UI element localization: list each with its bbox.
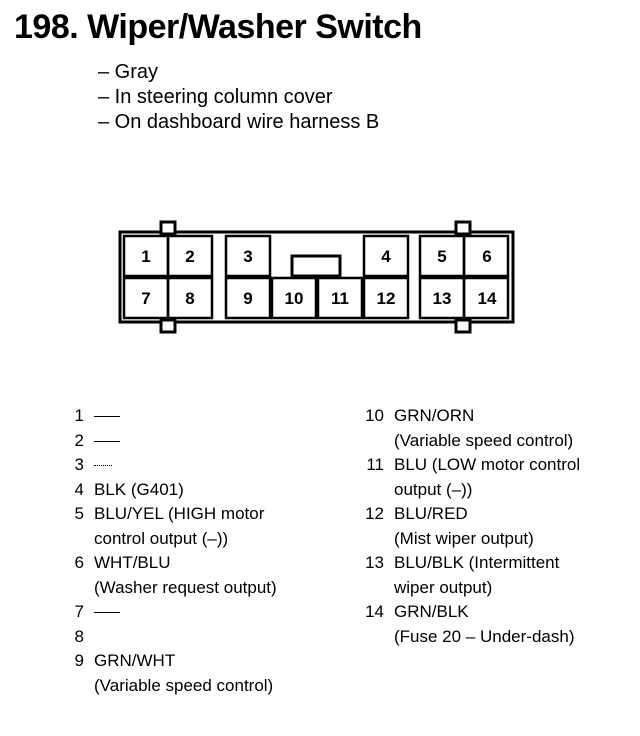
cavity-label: 9: [243, 289, 252, 308]
pin-description: BLU/YEL (HIGH motor control output (–)): [94, 502, 352, 551]
pin-list-right: 10 GRN/ORN (Variable speed control) 11 BLU (…: [362, 404, 632, 649]
cavity-label: 7: [141, 289, 150, 308]
pin-description: BLK (G401): [94, 478, 352, 503]
note-location: – In steering column cover: [98, 86, 333, 108]
pin-entry: 9 GRN/WHT (Variable speed control): [72, 649, 352, 698]
pin-number: 10: [365, 406, 384, 425]
wire-function: (Fuse 20 – Under-dash): [394, 626, 575, 646]
pin-description: WHT/BLU (Washer request output): [94, 551, 352, 600]
pin-entry: 12 BLU/RED (Mist wiper output): [362, 502, 632, 551]
empty-pin-dash: [94, 612, 120, 614]
empty-pin-dash: [94, 440, 120, 442]
pin-description: GRN/ORN (Variable speed control): [394, 404, 632, 453]
notes-list: – Gray – In steering column cover – On d…: [98, 60, 379, 135]
pin-number: 9: [74, 651, 84, 670]
pin-entry: 2: [72, 429, 352, 454]
pin-number: 8: [74, 626, 84, 646]
wire-function: (Mist wiper output): [394, 528, 534, 548]
cavity-label: 8: [185, 289, 194, 308]
pin-entry: 10 GRN/ORN (Variable speed control): [362, 404, 632, 453]
cavity-label: 13: [433, 289, 452, 308]
pin-description: GRN/BLK (Fuse 20 – Under-dash): [394, 600, 632, 649]
pin-number: 1: [74, 406, 84, 425]
wire-function: wiper output): [394, 577, 493, 597]
pin-number: 12: [365, 504, 384, 523]
cavity-label: 1: [141, 247, 150, 266]
cavity-label: 10: [285, 289, 304, 308]
pin-number: 5: [74, 504, 84, 523]
pin-entry: 8: [72, 625, 352, 650]
pin-number: 3: [74, 455, 84, 474]
pin-description: [94, 404, 352, 429]
wire-color: GRN/ORN: [394, 406, 475, 425]
wire-color: GRN/WHT: [94, 651, 176, 670]
pin-entry: 11 BLU (LOW motor control output (–)): [362, 453, 632, 502]
cavity-label: 3: [243, 247, 252, 266]
wire-function: control output (–)): [94, 528, 229, 548]
cavity-label: 14: [478, 289, 497, 308]
pin-entry: 1: [72, 404, 352, 429]
pin-description: GRN/WHT (Variable speed control): [94, 649, 352, 698]
pin-entry: 4 BLK (G401): [72, 478, 352, 503]
note-color: – Gray: [98, 61, 159, 83]
pin-entry: 14 GRN/BLK (Fuse 20 – Under-dash): [362, 600, 632, 649]
page-title: 198. Wiper/Washer Switch: [14, 8, 422, 46]
pin-description: BLU (LOW motor control output (–)): [394, 453, 632, 502]
cavity-label: 11: [331, 289, 349, 308]
pin-description: [94, 429, 352, 454]
connector-cells: [122, 234, 510, 320]
cavity-label: 4: [381, 247, 391, 266]
wire-function: output (–)): [394, 479, 473, 499]
pin-description: BLU/BLK (Intermittent wiper output): [394, 551, 632, 600]
pin-number: 2: [74, 430, 84, 450]
pin-number: 6: [74, 553, 84, 572]
wire-color: BLU (LOW motor control: [394, 455, 581, 474]
pin-entry: 7: [72, 600, 352, 625]
pin-entry: 13 BLU/BLK (Intermittent wiper output): [362, 551, 632, 600]
pin-description: [94, 453, 352, 478]
wire-function: (Variable speed control): [394, 430, 574, 450]
pin-number: 13: [365, 553, 384, 572]
wire-color: GRN/BLK: [394, 602, 469, 621]
pin-number: 7: [74, 602, 84, 621]
wire-color: BLU/YEL (HIGH motor: [94, 504, 265, 523]
cavity-label: 5: [437, 247, 446, 266]
note-harness: – On dashboard wire harness B: [98, 111, 380, 133]
empty-pin-dash: [94, 465, 112, 467]
empty-pin-dash: [94, 416, 120, 418]
pin-entry: 3: [72, 453, 352, 478]
wire-color: WHT/BLU: [94, 553, 171, 572]
pin-number: 14: [365, 602, 384, 621]
wire-color: BLU/BLK (Intermittent: [394, 553, 560, 572]
wire-color: BLU/RED: [394, 504, 468, 523]
pin-description: [94, 625, 352, 650]
wire-function: (Variable speed control): [94, 675, 274, 695]
cavity-label: 6: [482, 247, 491, 266]
wire-function: (Washer request output): [94, 577, 277, 597]
pin-number: 4: [74, 479, 84, 499]
cavity-label: 12: [377, 289, 396, 308]
connector-diagram: 1 2 3 4 5 6 7 8 9 10 11 12 13 14: [118, 220, 515, 334]
pin-number: 11: [366, 455, 384, 474]
pin-entry: 5 BLU/YEL (HIGH motor control output (–)): [72, 502, 352, 551]
wire-color: BLK (G401): [94, 479, 184, 499]
pin-description: [94, 600, 352, 625]
cavity-label: 2: [185, 247, 194, 266]
pin-entry: 6 WHT/BLU (Washer request output): [72, 551, 352, 600]
pin-list-left: 1 2 3 4 BLK (G401) 5 BLU/YEL (HIGH motor contro…: [72, 404, 352, 698]
pin-description: BLU/RED (Mist wiper output): [394, 502, 632, 551]
